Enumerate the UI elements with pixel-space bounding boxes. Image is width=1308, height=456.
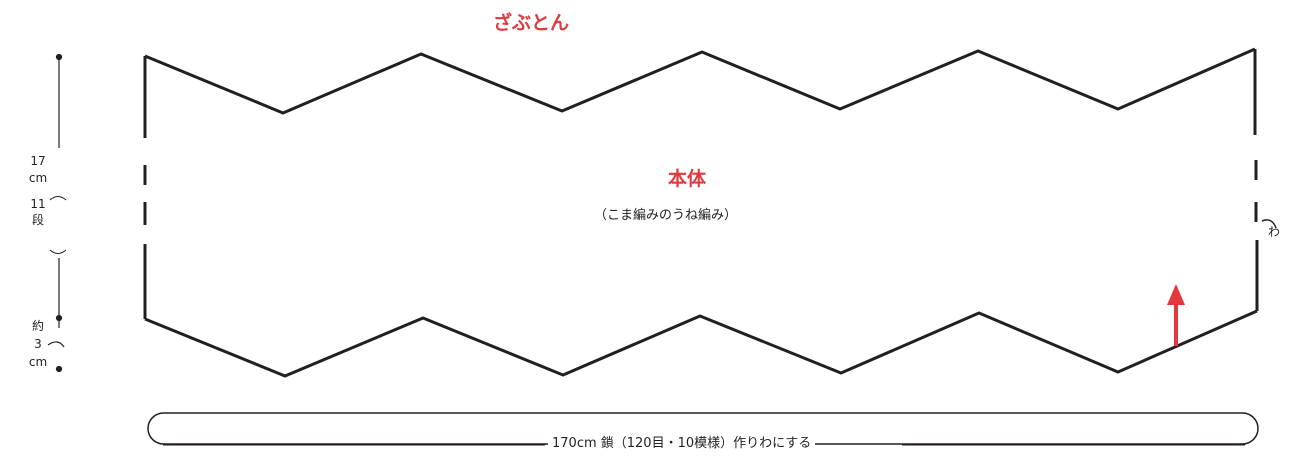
height-unit: cm <box>28 171 48 185</box>
stitch-description: （こま編みのうね編み） <box>594 208 738 223</box>
direction-arrow-icon <box>1167 284 1185 346</box>
bottom-zigzag-edge <box>144 309 1258 378</box>
ring-mark-label: わ <box>1268 225 1281 239</box>
foundation-chain-label: 170cm 鎖（120目・10模様）作りわにする <box>548 437 816 450</box>
right-side-edge <box>1253 49 1259 311</box>
height-dimension-line <box>47 53 65 373</box>
body-label: 本体 <box>668 168 707 190</box>
zigzag-approx-prefix: 約 <box>31 319 44 333</box>
zigzag-unit: cm <box>28 355 48 369</box>
ring-join-hook <box>1261 219 1277 229</box>
zigzag-value: 3 <box>34 337 42 351</box>
rows-unit: 段 <box>31 213 44 227</box>
rows-paren-open <box>49 196 67 201</box>
height-value: 17 <box>30 154 46 168</box>
rows-paren-close <box>49 249 67 254</box>
top-zigzag-edge <box>144 47 1256 115</box>
diagram-title: ざぶとん <box>493 12 570 34</box>
rows-count: 11 <box>30 197 46 211</box>
